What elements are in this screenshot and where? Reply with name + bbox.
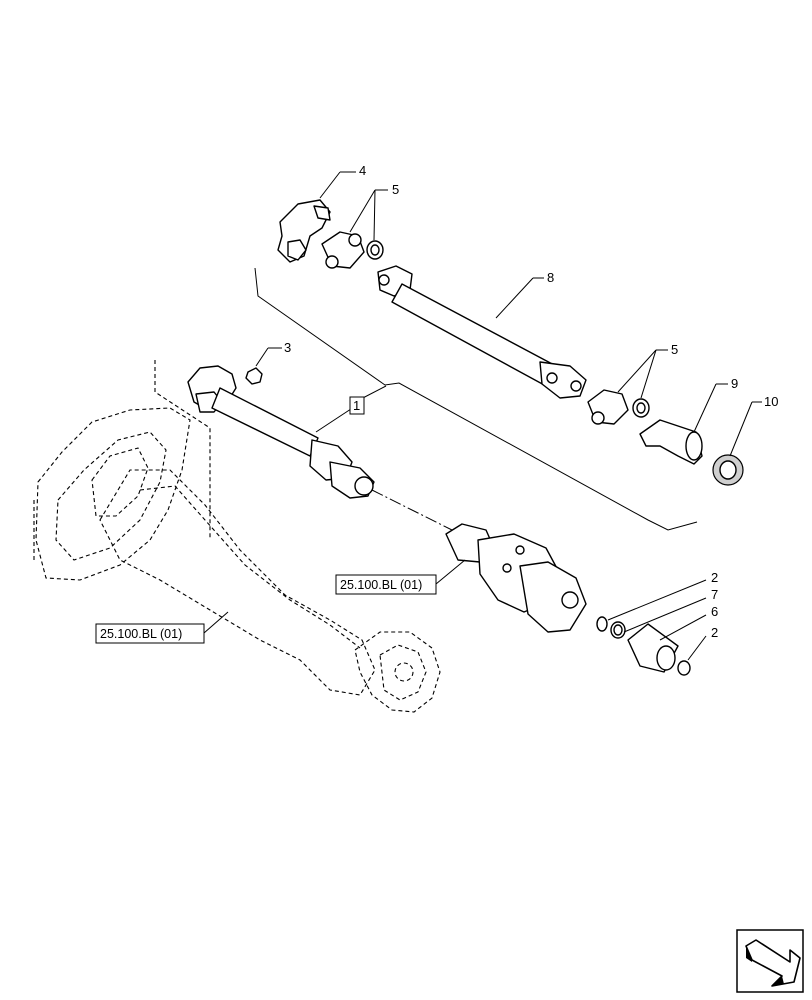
leader-lines [203, 171, 762, 661]
callout-5-lower: 5 [671, 342, 678, 357]
next-page-arrow-icon[interactable] [736, 929, 804, 993]
pinion-housing [445, 523, 587, 633]
callout-10: 10 [764, 394, 778, 409]
seal-part-10 [712, 454, 744, 486]
washer-part-7 [610, 621, 626, 639]
callout-4: 4 [359, 163, 366, 178]
reference-label-lower: 25.100.BL (01) [100, 627, 182, 641]
callout-7: 7 [711, 587, 718, 602]
drive-shaft-assembly [187, 365, 375, 499]
nut-part-3 [245, 367, 263, 385]
reference-label-upper: 25.100.BL (01) [340, 578, 422, 592]
snap-ring-part-2-lower [677, 660, 691, 676]
sleeve-part-6 [627, 623, 679, 673]
callout-9: 9 [731, 376, 738, 391]
yoke-part-4 [277, 199, 331, 263]
snap-ring-part-2-upper [596, 616, 608, 632]
flange-yoke-part-9 [639, 419, 703, 465]
callout-2-lower: 2 [711, 625, 718, 640]
callout-labels: 1 2 2 3 4 5 5 6 7 8 9 10 [284, 163, 778, 640]
reference-box-lower[interactable]: 25.100.BL (01) [95, 623, 205, 644]
shaft-tube-part-8 [377, 265, 587, 399]
axle-housing [33, 360, 441, 713]
reference-box-upper[interactable]: 25.100.BL (01) [335, 574, 437, 595]
cross-part-5-upper [321, 231, 384, 269]
callout-5-upper: 5 [392, 182, 399, 197]
callout-box-1 [349, 396, 365, 415]
callout-2-upper: 2 [711, 570, 718, 585]
centre-line [371, 489, 453, 531]
callout-3: 3 [284, 340, 291, 355]
callout-6: 6 [711, 604, 718, 619]
assembly-bracket [254, 267, 698, 531]
cross-part-5-lower [587, 389, 650, 425]
callout-8: 8 [547, 270, 554, 285]
callout-1: 1 [353, 398, 360, 413]
